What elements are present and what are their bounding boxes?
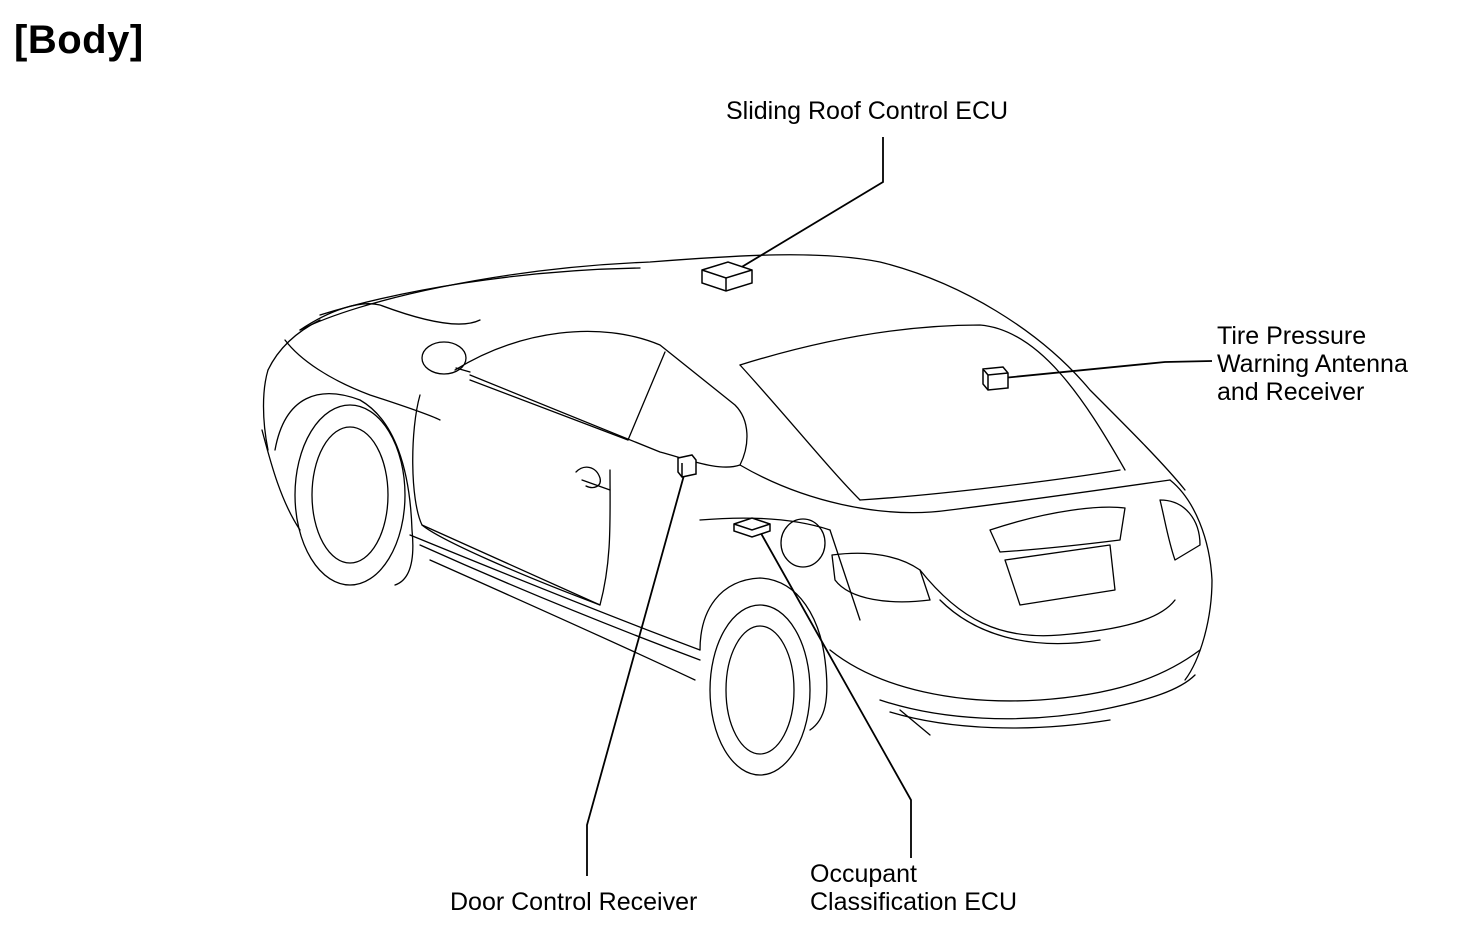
leader-door-control <box>586 467 687 876</box>
leader-sliding-roof <box>739 137 884 269</box>
label-sliding-roof-control-ecu: Sliding Roof Control ECU <box>726 97 1009 125</box>
label-door-control-receiver: Door Control Receiver <box>450 888 698 916</box>
sliding-roof-ecu-part <box>701 261 753 292</box>
section-title: [Body] <box>14 18 144 62</box>
leader-tire-pressure <box>1002 360 1213 379</box>
tire-pressure-receiver-part <box>982 366 1009 391</box>
leader-occupant <box>757 527 912 858</box>
occupant-classification-ecu-part <box>733 517 771 538</box>
car-outline <box>261 254 1213 776</box>
door-control-receiver-part <box>677 454 697 478</box>
label-tire-pressure-warning-antenna: Tire Pressure Warning Antenna and Receiv… <box>1217 322 1408 406</box>
label-occupant-classification-ecu: Occupant Classification ECU <box>810 860 1018 916</box>
